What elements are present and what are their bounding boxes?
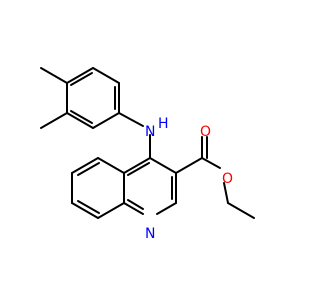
bond bbox=[70, 72, 93, 86]
bond bbox=[66, 112, 94, 129]
bond bbox=[71, 202, 99, 219]
bond-layer bbox=[40, 67, 255, 219]
bond bbox=[66, 67, 94, 84]
bond bbox=[149, 157, 177, 174]
bond bbox=[97, 157, 125, 174]
bond bbox=[201, 157, 221, 169]
bond bbox=[223, 182, 229, 204]
quinoline-nitrogen-label: N bbox=[145, 226, 155, 242]
bond bbox=[77, 162, 100, 176]
bond bbox=[97, 202, 125, 219]
bond bbox=[123, 202, 144, 215]
bond bbox=[156, 202, 177, 215]
bond bbox=[92, 112, 120, 129]
bond bbox=[127, 162, 150, 176]
amine-nitrogen-label: N bbox=[145, 124, 155, 140]
bond bbox=[70, 110, 93, 124]
bond bbox=[227, 202, 255, 219]
bond bbox=[77, 200, 100, 214]
ester-oxygen-label: O bbox=[222, 171, 233, 187]
bond bbox=[40, 67, 68, 84]
bond bbox=[123, 157, 151, 174]
carbonyl-oxygen-label: O bbox=[200, 124, 211, 140]
atom-label-layer: N H N O O bbox=[145, 116, 233, 242]
bond bbox=[127, 199, 144, 210]
amine-hydrogen-label: H bbox=[158, 116, 169, 132]
bond bbox=[175, 157, 203, 174]
molecule-structure: N H N O O bbox=[40, 67, 255, 242]
bond bbox=[92, 67, 120, 84]
bond bbox=[118, 112, 144, 127]
bond bbox=[40, 112, 68, 129]
bond bbox=[71, 157, 99, 174]
